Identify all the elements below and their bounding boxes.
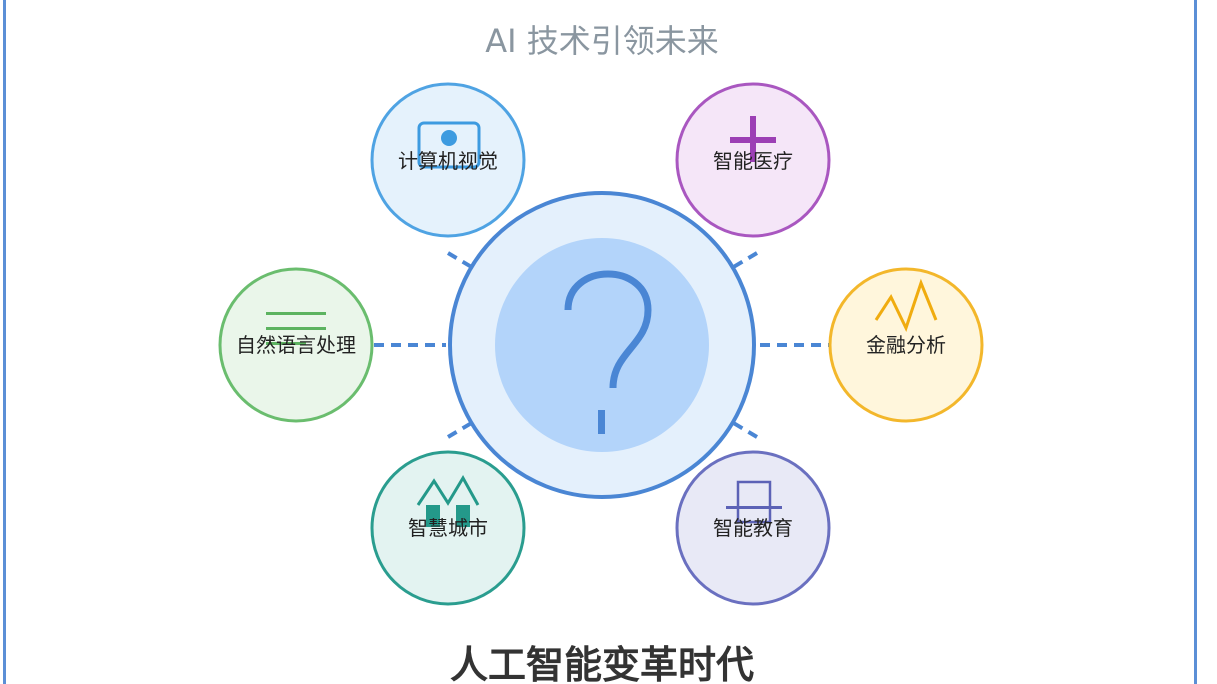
center-inner-circle [495, 238, 709, 452]
center-hub [448, 191, 756, 499]
diagram-subtitle: AI 技术引领未来 [485, 22, 719, 60]
node-label: 计算机视觉 [398, 149, 498, 173]
text-lines-icon [266, 312, 326, 345]
node-smart-education[interactable]: 智能教育 [675, 450, 831, 606]
node-nlp[interactable]: 自然语言处理 [218, 267, 374, 423]
camera-icon [417, 121, 481, 169]
node-label: 智能医疗 [713, 149, 793, 173]
left-border [3, 0, 6, 684]
diagram-title: 人工智能变革时代 [450, 643, 754, 684]
node-smart-healthcare[interactable]: 智能医疗 [675, 82, 831, 238]
node-label: 智能教育 [713, 516, 793, 540]
node-label: 金融分析 [866, 333, 946, 357]
node-computer-vision[interactable]: 计算机视觉 [370, 82, 526, 238]
right-border [1194, 0, 1197, 684]
city-buildings-icon [416, 475, 480, 527]
node-financial-analysis[interactable]: 金融分析 [828, 267, 984, 423]
stock-chart-icon [874, 278, 938, 332]
right-margin [1197, 0, 1217, 684]
medical-cross-icon [730, 116, 776, 162]
book-icon [726, 480, 782, 524]
node-smart-city[interactable]: 智慧城市 [370, 450, 526, 606]
node-label: 自然语言处理 [236, 333, 356, 357]
node-label: 智慧城市 [408, 516, 488, 540]
question-mark-icon [564, 270, 652, 434]
